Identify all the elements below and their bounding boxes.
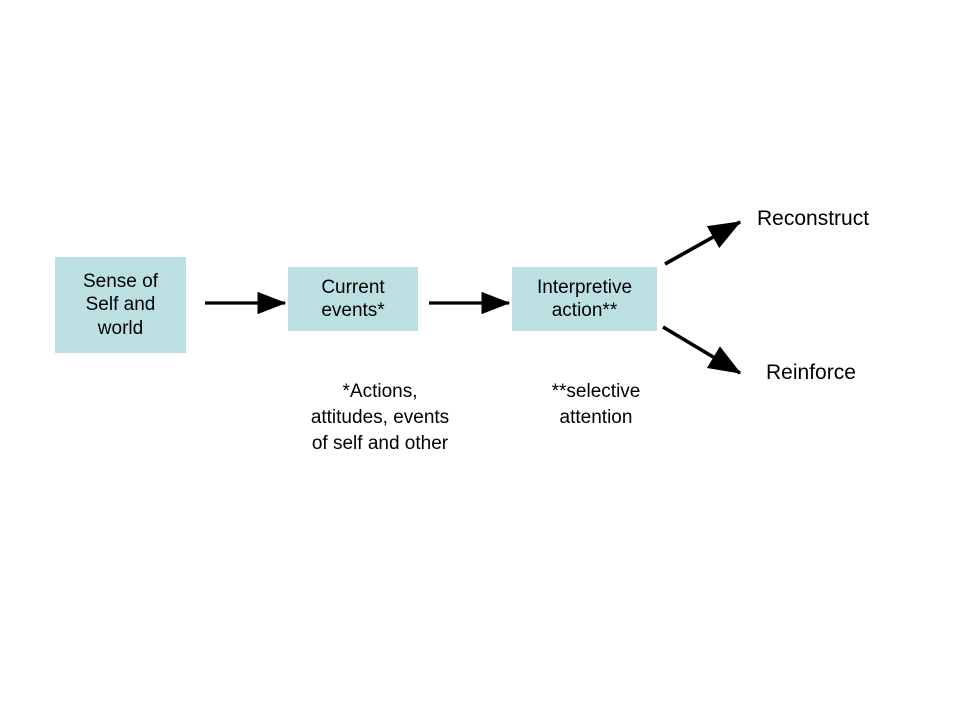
node-current-events[interactable]: Current events* [288,267,418,331]
node-sense-of-self-and-world[interactable]: Sense of Self and world [55,257,186,353]
footnote-selective-attention: **selective attention [551,381,641,429]
outcome-label-reinforce: Reinforce [766,361,856,384]
footnote-actions: *Actions, attitudes, events of self and … [310,381,450,455]
outcome-label-reconstruct: Reconstruct [757,207,870,230]
node-interpretive-action[interactable]: Interpretive action** [512,267,657,331]
connector-interp-to-reinforce [662,325,742,375]
connector-interp-to-reconstruct [664,220,742,266]
